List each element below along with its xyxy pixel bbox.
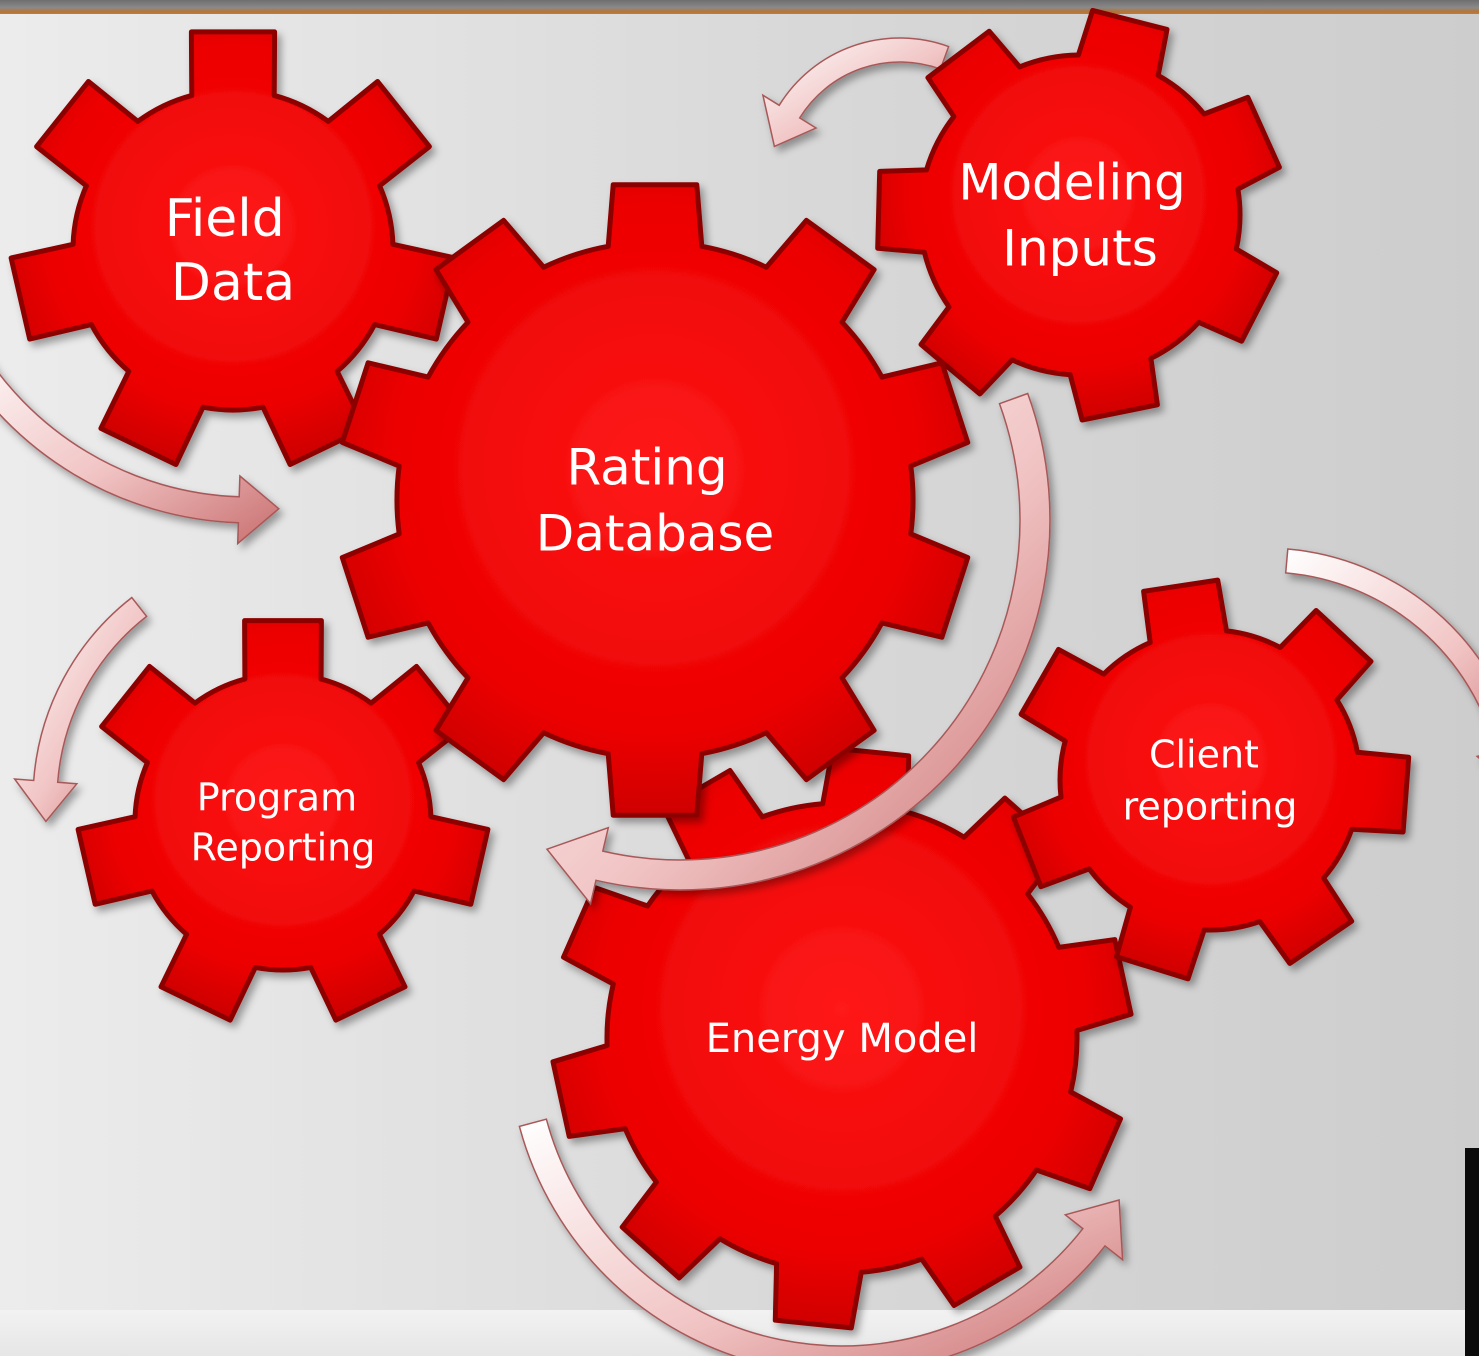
gear-energy-model: Energy Model <box>550 745 1134 1331</box>
curved-arrow-icon-client <box>1284 548 1479 760</box>
curved-arrow-icon-field-to-rating <box>0 373 280 546</box>
gear-modeling-inputs-label: Modeling Inputs <box>958 154 1201 278</box>
gear-rating-database-label: Rating Database <box>536 439 775 563</box>
top-border <box>0 0 1479 14</box>
gear-field-data-shape <box>8 29 458 467</box>
gear-program-reporting-label: Program Reporting <box>191 775 376 869</box>
gear-client-reporting-shape <box>1010 577 1412 982</box>
gear-program-reporting-shape <box>75 618 491 1023</box>
dark-edge-fragment <box>1465 1148 1479 1356</box>
gear-client-reporting-label: Client reporting <box>1123 732 1298 828</box>
curved-arrow-icon-program <box>13 596 148 823</box>
gear-rating-database-shape <box>339 182 971 818</box>
gear-field-data: Field Data <box>8 29 458 467</box>
curved-arrow-icon-energy <box>518 1118 1124 1356</box>
gear-modeling-inputs-shape <box>875 7 1282 423</box>
gear-energy-model-label: Energy Model <box>706 1016 979 1062</box>
gear-field-data-label: Field Data <box>165 189 302 313</box>
gear-program-reporting: Program Reporting <box>75 618 491 1023</box>
gear-client-reporting: Client reporting <box>1010 577 1412 982</box>
gear-modeling-inputs: Modeling Inputs <box>875 7 1282 423</box>
curved-arrow-icon-rating-loop <box>545 392 1051 906</box>
gear-energy-model-shape <box>550 745 1134 1331</box>
curved-arrow-icon-modeling-top <box>761 37 950 148</box>
gear-rating-database: Rating Database <box>339 182 971 818</box>
